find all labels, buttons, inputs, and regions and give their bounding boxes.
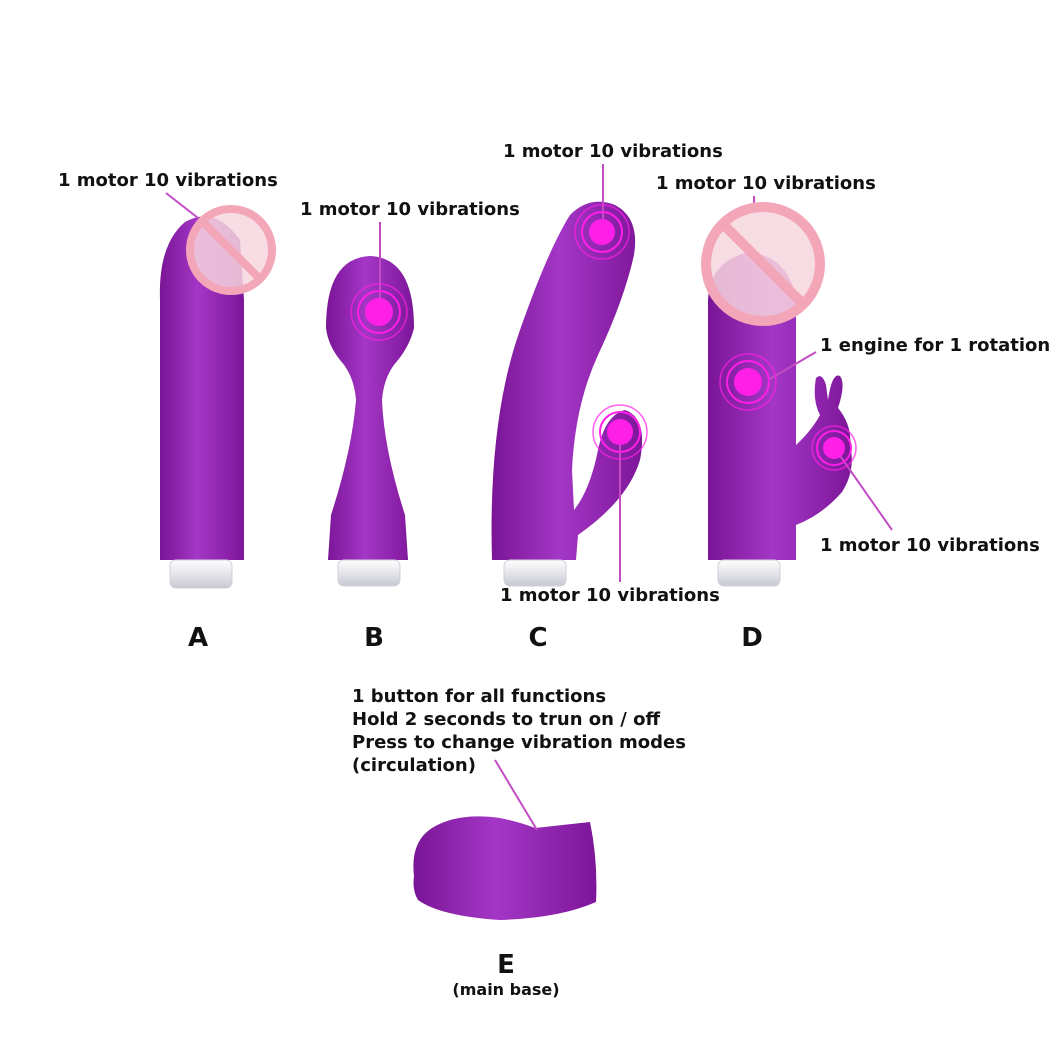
main-base-letter: E	[497, 950, 515, 980]
attachment-d-body	[708, 252, 852, 560]
attachment-c-bottom-motor-label: 1 motor 10 vibrations	[500, 585, 720, 606]
attachment-c-letter: C	[528, 623, 548, 653]
attachment-d	[701, 196, 893, 587]
attachment-c	[491, 164, 648, 587]
attachment-c-cap	[503, 559, 567, 587]
attachment-d-cap	[717, 559, 781, 587]
attachment-a-letter: A	[187, 623, 209, 653]
attachment-b-letter: B	[364, 623, 384, 653]
attachment-b-motor-label: 1 motor 10 vibrations	[300, 199, 520, 220]
attachment-d-bottom-motor-label: 1 motor 10 vibrations	[820, 535, 1040, 556]
attachment-d-letter: D	[741, 623, 763, 653]
vibration-ring-icon	[811, 425, 857, 471]
vibration-ring-icon	[350, 283, 408, 341]
main-base-leader	[494, 759, 538, 831]
main-base-note-line: 1 button for all functions	[352, 686, 607, 707]
attachment-a-motor-label: 1 motor 10 vibrations	[58, 170, 278, 191]
attachment-b-cap	[337, 559, 401, 587]
attachment-d-rotation-label: 1 engine for 1 rotation	[820, 335, 1051, 356]
attachment-a-body	[159, 216, 244, 560]
attachment-d-rotation-leader	[767, 351, 817, 381]
vibration-ring-icon	[719, 353, 777, 411]
attachment-d-bottom-leader	[835, 449, 893, 531]
main-base-instructions: 1 button for all functions Hold 2 second…	[352, 685, 686, 777]
vibration-ring-icon	[592, 404, 648, 460]
main-base-body	[413, 816, 597, 920]
attachment-d-top-motor-label: 1 motor 10 vibrations	[656, 173, 876, 194]
attachment-a	[159, 192, 276, 589]
main-base-subtitle: (main base)	[452, 980, 560, 999]
vibration-ring-icon	[574, 204, 630, 260]
prohibited-sign-icon	[186, 205, 276, 295]
attachment-a-cap	[169, 559, 233, 589]
attachment-c-top-motor-label: 1 motor 10 vibrations	[503, 141, 723, 162]
main-base-note-line: Hold 2 seconds to trun on / off	[352, 709, 661, 730]
attachment-b-body	[326, 256, 414, 560]
main-base-note-line: (circulation)	[352, 755, 476, 776]
attachment-b	[326, 222, 414, 587]
main-base-e	[413, 759, 597, 920]
main-base-note-line: Press to change vibration modes	[352, 732, 686, 753]
prohibited-sign-icon	[701, 202, 825, 326]
attachment-c-body	[491, 201, 643, 560]
